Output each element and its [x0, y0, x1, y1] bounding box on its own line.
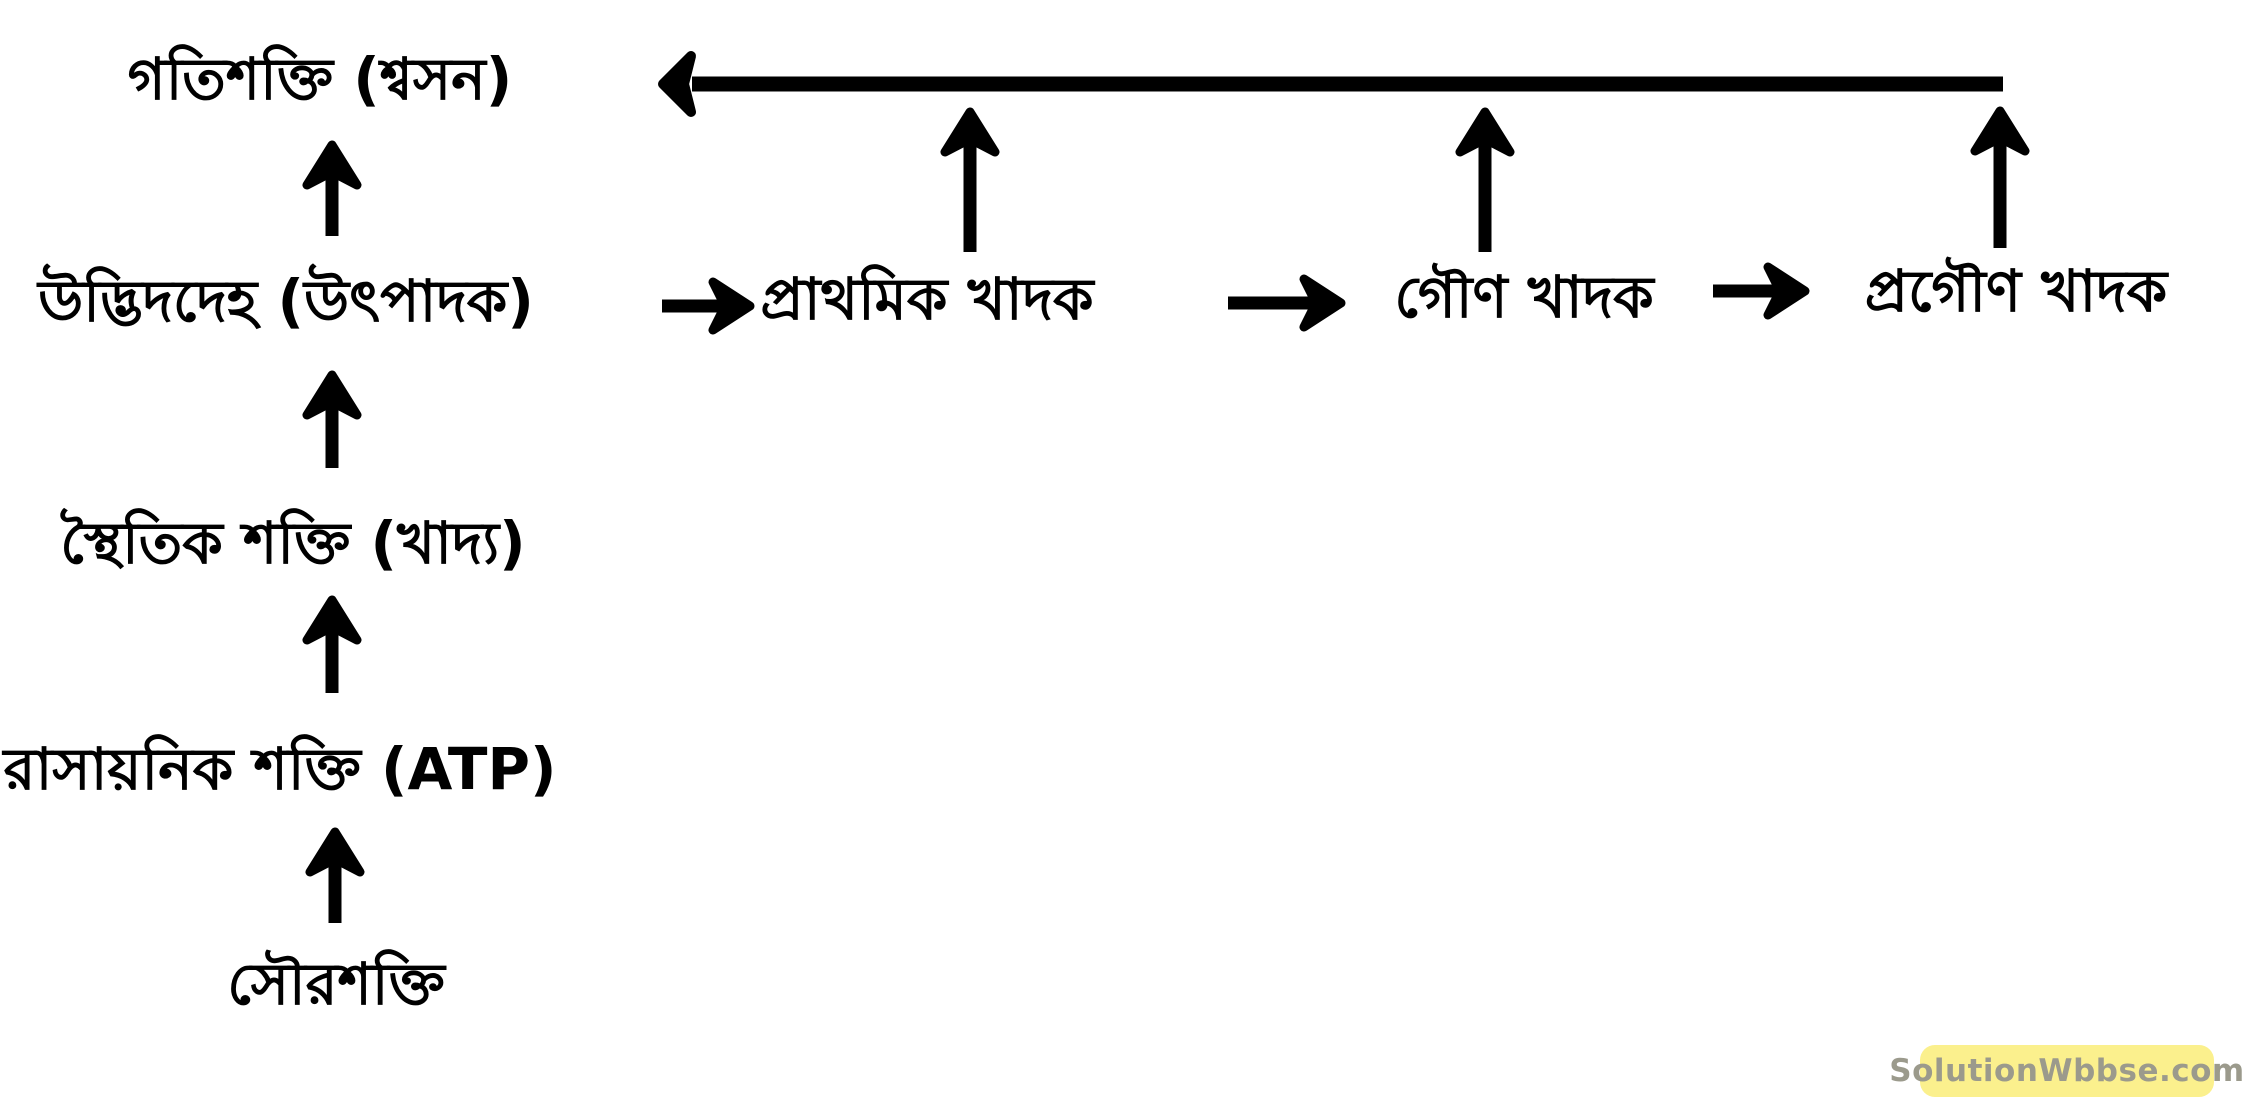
arrow-left-respiration: [658, 51, 2003, 117]
node-secondary-consumer: গৌণ খাদক: [1394, 263, 1654, 332]
node-chemical-energy: রাসায়নিক শক্তি (ATP): [3, 735, 557, 804]
arrow-up-tertiary-to-respiration: [1970, 106, 2030, 248]
arrow-up-potential-to-producer: [302, 370, 362, 468]
watermark-badge: SolutionWbbse.com: [1889, 1045, 2244, 1097]
node-producer: উদ্ভিদদেহ (উৎপাদক): [38, 267, 534, 336]
arrow-up-primary-to-respiration: [940, 107, 1000, 252]
node-primary-consumer: প্রাথমিক খাদক: [760, 265, 1094, 334]
node-kinetic-energy: গতিশক্তি (শ্বসন): [127, 45, 513, 114]
node-tertiary-consumer: প্রগৌণ খাদক: [1864, 257, 2168, 326]
node-solar-energy: সৌরশক্তি: [227, 950, 445, 1019]
arrow-up-secondary-to-respiration: [1455, 107, 1515, 252]
arrow-up-producer-to-kinetic: [302, 140, 362, 236]
arrow-up-solar-to-chemical: [305, 827, 365, 923]
node-potential-energy: স্থৈতিক শক্তি (খাদ্য): [60, 509, 526, 578]
arrow-right-producer-to-primary: [662, 277, 755, 335]
arrow-up-chemical-to-potential: [302, 595, 362, 693]
arrow-right-primary-to-secondary: [1228, 274, 1346, 332]
arrow-right-secondary-to-tertiary: [1713, 262, 1810, 320]
